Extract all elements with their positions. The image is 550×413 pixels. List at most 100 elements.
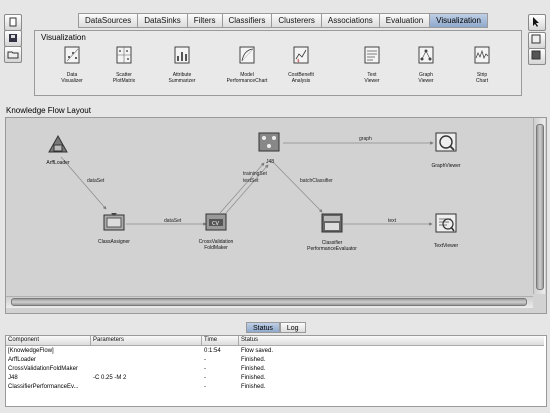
tab-datasources[interactable]: DataSources (78, 13, 138, 28)
classifier-performance-evaluator-icon[interactable] (320, 212, 344, 234)
tab-log[interactable]: Log (279, 322, 306, 333)
column-separator (201, 336, 202, 345)
node-label-graphviewer: GraphViewer (431, 163, 461, 169)
tab-status[interactable]: Status (246, 322, 280, 333)
class-assigner-icon[interactable] (102, 211, 126, 233)
column-separator (238, 336, 239, 345)
flow-connections (60, 141, 434, 226)
arff-loader-icon[interactable] (46, 133, 70, 155)
cell-time: - (204, 384, 206, 390)
column-header-status[interactable]: Status (241, 337, 259, 343)
cross-validation-foldmaker-icon[interactable]: CV (204, 211, 228, 233)
save-disk-icon (9, 34, 17, 42)
open-folder-icon (7, 51, 19, 59)
canvas-horizontal-scroll-thumb[interactable] (11, 298, 527, 306)
cell-status: Finished. (241, 357, 266, 363)
node-label-cpe-line1: Classifier (321, 240, 343, 246)
node-label-classassigner: ClassAssigner (98, 239, 130, 245)
edge-cv-to-j48-training (219, 162, 265, 214)
edge-cv-to-j48-test (225, 164, 269, 214)
knowledge-flow-layout-title: Knowledge Flow Layout (6, 106, 91, 115)
tab-classifiers[interactable]: Classifiers (221, 13, 272, 28)
new-document-icon (9, 17, 17, 27)
table-row[interactable]: J48 -C 0.25 -M 2 - Finished. (6, 374, 544, 382)
cost-benefit-analysis-icon: $ (293, 46, 309, 64)
visualization-panel (34, 30, 522, 96)
tool-label-line2: Analysis (291, 78, 311, 84)
tool-label-line1: Model (240, 72, 254, 78)
cell-status: Flow saved. (241, 348, 274, 354)
new-flow-button[interactable] (4, 14, 22, 31)
cell-status: Finished. (241, 375, 266, 381)
svg-text:$: $ (297, 58, 300, 63)
tool-label-line2: Chart (475, 78, 489, 84)
open-flow-button[interactable] (4, 46, 22, 63)
data-visualizer-icon (64, 46, 80, 64)
tool-label-line2: Visualizer (61, 78, 83, 84)
cell-time: - (204, 375, 206, 381)
cell-time: - (204, 357, 206, 363)
cell-time: - (204, 366, 206, 372)
tab-associations[interactable]: Associations (320, 13, 379, 28)
edge-label-testset: testSet (243, 178, 259, 184)
svg-text:CV: CV (212, 221, 219, 227)
edge-label-graph: graph (359, 136, 372, 142)
visualization-panel-title: Visualization (41, 33, 86, 42)
table-row[interactable]: CrossValidationFoldMaker - Finished. (6, 365, 544, 373)
edge-label-text: text (388, 218, 397, 224)
j48-classifier-icon[interactable] (257, 131, 281, 153)
tool-label-line1: Attribute (172, 72, 192, 78)
stop-icon (531, 50, 541, 60)
edge-label-batchclassifier: batchClassifier (300, 178, 333, 184)
cell-parameters: -C 0.25 -M 2 (93, 375, 127, 381)
save-flow-button[interactable] (4, 30, 22, 47)
edge-label-dataset1: dataSet (87, 178, 105, 184)
column-header-component[interactable]: Component (8, 337, 40, 343)
tool-label-line1: Graph (419, 72, 433, 78)
tool-label-line2: Viewer (364, 78, 380, 84)
stop-tool-button[interactable] (528, 48, 546, 65)
model-performance-chart-icon (239, 46, 255, 64)
cell-component: ClassifierPerformanceEv... (8, 384, 79, 390)
graph-viewer-icon (418, 46, 434, 64)
tab-visualization[interactable]: Visualization (429, 13, 488, 28)
tool-label-line1: Scatter (116, 72, 132, 78)
node-label-cpe-line2: PerformanceEvaluator (307, 246, 357, 252)
cell-component: [KnowledgeFlow] (8, 348, 54, 354)
text-viewer-node-icon[interactable] (434, 212, 458, 234)
table-row[interactable]: [KnowledgeFlow] 0:1:54 Flow saved. (6, 347, 544, 355)
pointer-arrow-icon (533, 17, 539, 27)
cell-time: 0:1:54 (204, 348, 221, 354)
node-label-cpe: Classifier PerformanceEvaluator (297, 240, 367, 252)
tab-evaluation[interactable]: Evaluation (378, 13, 430, 28)
text-viewer-icon (364, 46, 380, 64)
column-header-time[interactable]: Time (204, 337, 218, 343)
layout-icon (531, 34, 541, 44)
node-label-arff: ArffLoader (46, 160, 70, 166)
tab-filters[interactable]: Filters (186, 13, 222, 28)
component-tabs: DataSources DataSinks Filters Classifier… (78, 13, 488, 28)
tool-label-line2: Viewer (418, 78, 434, 84)
canvas-vertical-scroll-thumb[interactable] (536, 124, 544, 290)
column-header-parameters[interactable]: Parameters (93, 337, 125, 343)
tool-label-line2: PerformanceChart (226, 78, 268, 84)
table-row[interactable]: ClassifierPerformanceEv... - Finished. (6, 383, 544, 391)
tab-clusterers[interactable]: Clusterers (271, 13, 321, 28)
tab-datasinks[interactable]: DataSinks (137, 13, 187, 28)
pointer-tool-button[interactable] (528, 14, 546, 31)
tool-label-line1: CostBenefit (288, 72, 314, 78)
graph-viewer-node-icon[interactable] (434, 131, 458, 153)
layout-tool-button[interactable] (528, 32, 546, 49)
scatter-plot-matrix-icon (116, 46, 132, 64)
edge-label-trainingset: trainingSet (243, 171, 267, 177)
table-row[interactable]: ArffLoader - Finished. (6, 356, 544, 364)
flow-canvas[interactable]: dataSet dataSet trainingSet testSet grap… (5, 117, 547, 314)
